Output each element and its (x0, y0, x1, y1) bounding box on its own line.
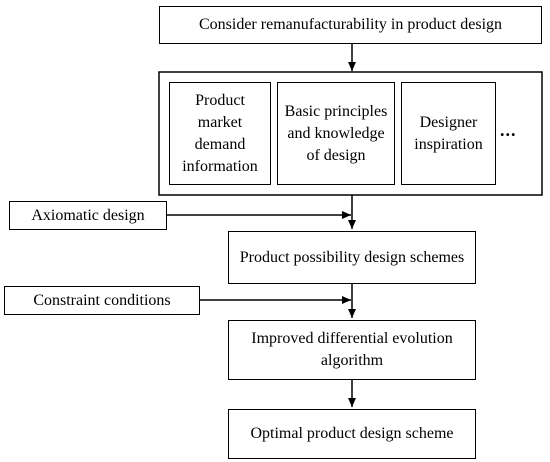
designer-inspiration-box: Designer inspiration (401, 82, 496, 185)
axiomatic-design-box: Axiomatic design (9, 201, 167, 230)
more-inputs-ellipsis: ... (500, 120, 517, 140)
differential-evolution-box: Improved differential evolution algorith… (228, 320, 476, 380)
optimal-scheme-box: Optimal product design scheme (228, 409, 476, 459)
market-demand-box: Product market demand information (169, 82, 271, 185)
title-box: Consider remanufacturability in product … (159, 6, 542, 44)
constraint-conditions-box: Constraint conditions (4, 286, 200, 315)
design-principles-box: Basic principles and knowledge of design (277, 82, 395, 185)
possibility-schemes-box: Product possibility design schemes (228, 231, 476, 284)
